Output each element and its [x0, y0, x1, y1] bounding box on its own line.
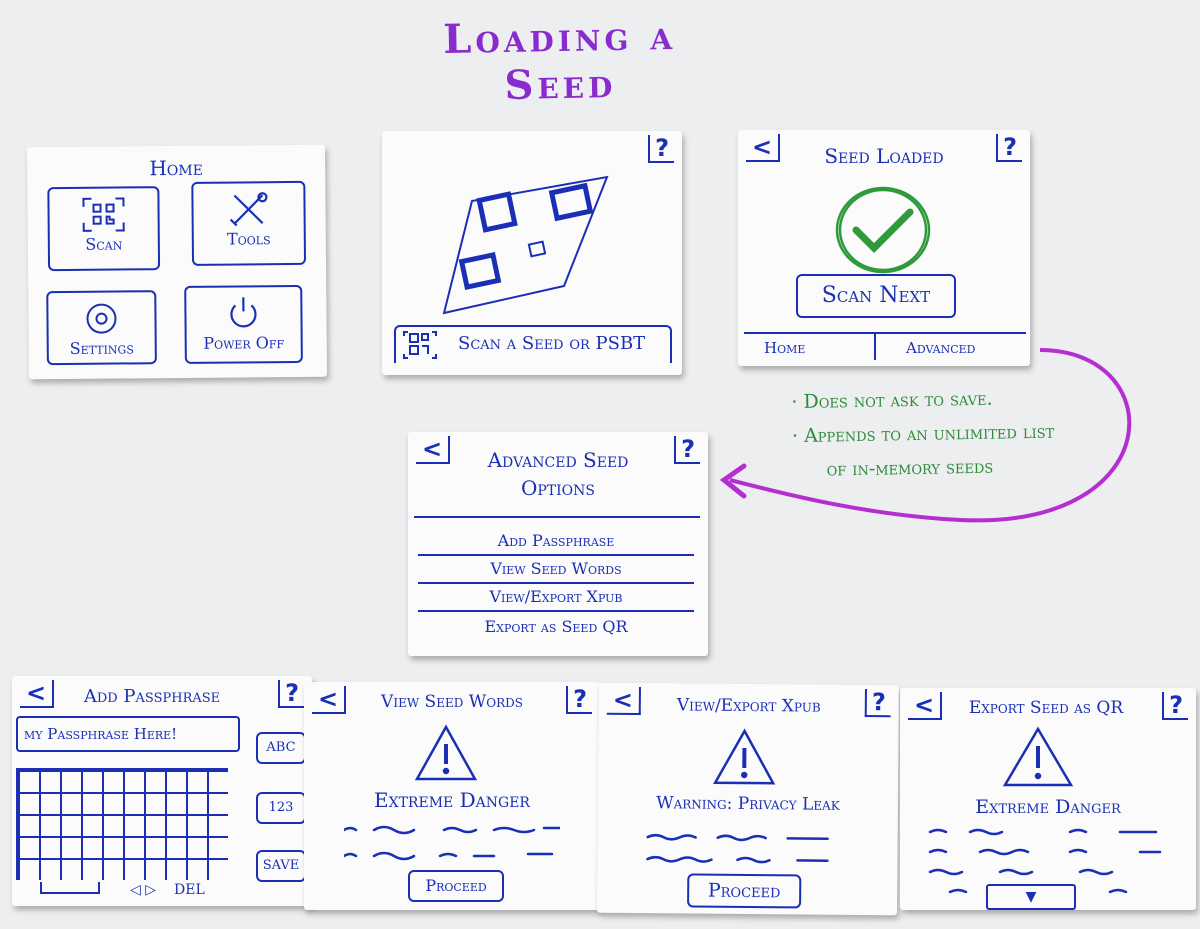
help-icon[interactable]: ?	[566, 686, 592, 714]
home-screen-card: Home Scan Tools Settings Power Off	[26, 144, 328, 380]
scan-label: Scan	[85, 234, 123, 254]
passphrase-input[interactable]: my Passphrase Here!	[16, 716, 240, 752]
footer-advanced-button[interactable]: Advanced	[906, 339, 976, 357]
numbers-button[interactable]: 123	[256, 792, 306, 824]
qr-icon	[403, 331, 437, 359]
placeholder-text-lines	[344, 825, 560, 861]
warning-text: Extreme Danger	[374, 788, 530, 812]
menu-item-export-seed-qr[interactable]: Export as Seed QR	[484, 617, 628, 636]
page-title: Loading a Seed	[442, 11, 677, 109]
help-icon[interactable]: ?	[674, 436, 700, 464]
footer-divider	[874, 334, 876, 360]
advanced-title-divider	[414, 516, 700, 518]
warning-icon	[1002, 726, 1074, 787]
advanced-options-card: < ? Advanced Seed Options Add Passphrase…	[408, 432, 708, 656]
flow-arrow	[719, 348, 1132, 523]
warning-text: Warning: Privacy Leak	[656, 793, 840, 815]
settings-icon	[86, 303, 117, 334]
warning-icon	[414, 724, 478, 781]
scan-tile[interactable]: Scan	[47, 186, 161, 272]
settings-tile[interactable]: Settings	[46, 290, 157, 366]
qr-icon	[82, 197, 125, 232]
scan-next-button[interactable]: Scan Next	[796, 274, 956, 318]
proceed-button[interactable]: Proceed	[408, 870, 504, 902]
power-icon	[230, 297, 257, 328]
tools-tile[interactable]: Tools	[191, 180, 307, 266]
warning-text: Extreme Danger	[975, 796, 1121, 818]
delete-button[interactable]: DEL	[174, 882, 205, 898]
cursor-arrows[interactable]: ◁ ▷	[130, 882, 156, 898]
seed-loaded-card: < ? Seed Loaded Scan Next Home Advanced	[738, 130, 1030, 366]
help-icon[interactable]: ?	[1162, 692, 1188, 720]
back-button[interactable]: <	[312, 686, 347, 714]
check-icon	[835, 186, 931, 274]
view-export-xpub-card: < ? View/Export Xpub Warning: Privacy Le…	[597, 682, 899, 916]
help-icon[interactable]: ?	[996, 134, 1022, 162]
warning-icon	[713, 728, 776, 785]
export-seed-qr-card: < ? Export Seed as QR Extreme Danger ▼	[900, 688, 1196, 910]
save-button[interactable]: SAVE	[256, 850, 306, 882]
add-passphrase-card: < ? Add Passphrase my Passphrase Here! A…	[12, 676, 312, 906]
spacebar[interactable]	[40, 882, 100, 894]
help-icon[interactable]: ?	[648, 135, 674, 163]
view-words-title: View Seed Words	[381, 692, 523, 712]
export-qr-title: Export Seed as QR	[968, 698, 1124, 718]
passphrase-title: Add Passphrase	[83, 686, 221, 707]
advanced-title-line1: Advanced Seed	[487, 448, 629, 472]
help-icon[interactable]: ?	[278, 680, 304, 708]
menu-item-view-export-xpub[interactable]: View/Export Xpub	[418, 584, 694, 612]
scan-bottom-label: Scan a Seed or PSBT	[458, 333, 646, 354]
abc-button[interactable]: ABC	[256, 732, 306, 764]
footer-home-button[interactable]: Home	[764, 339, 806, 357]
scan-screen-card: ? Scan a Seed or PSBT	[382, 131, 682, 375]
power-off-label: Power Off	[203, 333, 285, 353]
menu-item-view-seed-words[interactable]: View Seed Words	[418, 556, 694, 584]
menu-item-add-passphrase[interactable]: Add Passphrase	[418, 528, 694, 556]
tools-icon	[229, 192, 268, 227]
scan-bottom-bar[interactable]: Scan a Seed or PSBT	[394, 325, 672, 363]
back-button[interactable]: <	[908, 692, 943, 720]
tools-label: Tools	[226, 229, 271, 249]
back-button[interactable]: <	[746, 134, 781, 162]
view-xpub-title: View/Export Xpub	[676, 695, 821, 717]
settings-label: Settings	[69, 338, 134, 358]
seed-loaded-footer: Home Advanced	[744, 332, 1026, 362]
placeholder-text-lines	[646, 833, 829, 864]
back-button[interactable]: <	[416, 436, 451, 464]
view-seed-words-card: < ? View Seed Words Extreme Danger Proce…	[304, 682, 600, 910]
placeholder-text-lines	[928, 828, 1162, 894]
proceed-button[interactable]: Proceed	[687, 873, 802, 909]
seed-loaded-title: Seed Loaded	[824, 144, 944, 168]
help-icon[interactable]: ?	[864, 688, 891, 718]
power-off-tile[interactable]: Power Off	[184, 284, 303, 364]
home-title: Home	[149, 155, 204, 181]
keyboard-grid[interactable]	[16, 768, 228, 880]
camera-view-illustration	[442, 175, 609, 315]
scroll-down-button[interactable]: ▼	[986, 884, 1076, 910]
back-button[interactable]: <	[20, 680, 55, 708]
back-button[interactable]: <	[606, 686, 642, 716]
advanced-title-line2: Options	[520, 476, 595, 500]
